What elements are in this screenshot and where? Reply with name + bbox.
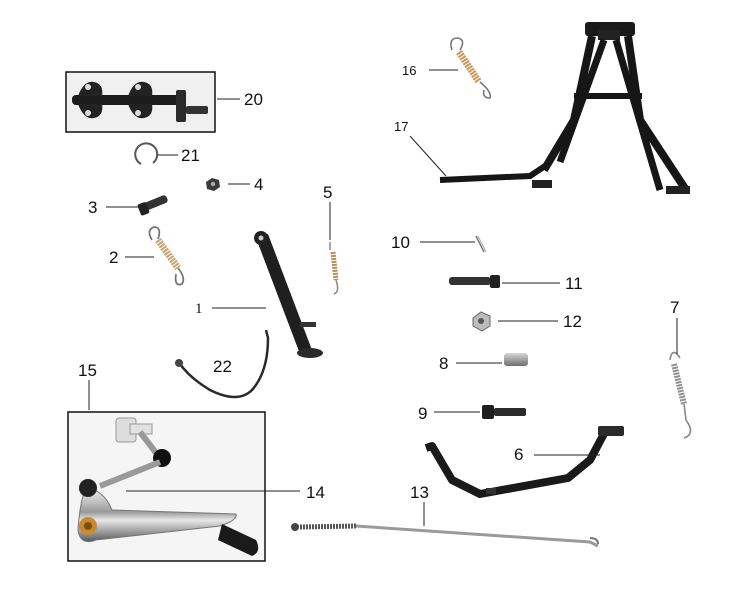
nut-part-12 xyxy=(472,311,491,332)
circlip-part xyxy=(134,142,159,165)
spring-part-7 xyxy=(669,351,692,439)
bolt-part-9 xyxy=(482,405,526,419)
spring-part-5 xyxy=(329,242,339,295)
part-number-10: 10 xyxy=(391,233,410,252)
spring-part-2 xyxy=(148,226,185,286)
spring-part-16 xyxy=(450,37,492,99)
part-number-15: 15 xyxy=(78,361,97,380)
part-number-5: 5 xyxy=(323,183,332,202)
spacer-part-8 xyxy=(504,353,528,366)
part-number-17: 17 xyxy=(394,119,408,134)
wire-part-22 xyxy=(175,329,270,399)
part-number-7: 7 xyxy=(670,298,679,317)
stand-arm-part xyxy=(424,426,624,498)
part-number-14: 14 xyxy=(306,483,325,502)
part-number-22: 22 xyxy=(213,357,232,376)
nut-part-4 xyxy=(206,178,220,191)
gear-lever-part xyxy=(67,411,266,562)
part-number-21: 21 xyxy=(181,146,200,165)
part-number-11: 11 xyxy=(565,274,583,293)
part-number-8: 8 xyxy=(439,354,448,373)
part-number-16: 16 xyxy=(402,63,416,78)
part-number-12: 12 xyxy=(563,312,582,331)
pivot-bolt-part xyxy=(449,275,500,288)
part-number-20: 20 xyxy=(244,90,263,109)
footrest-bracket-part xyxy=(65,71,216,133)
centre-stand-part xyxy=(439,22,690,194)
part-number-1: 1 xyxy=(195,301,203,317)
part-number-9: 9 xyxy=(418,404,427,423)
part-number-4: 4 xyxy=(254,175,263,194)
part-number-6: 6 xyxy=(514,445,523,464)
part-number-13: 13 xyxy=(410,483,429,502)
part-number-3: 3 xyxy=(88,198,97,217)
brake-rod-part xyxy=(291,523,599,548)
bolt-part-3 xyxy=(137,195,168,216)
side-stand-part xyxy=(254,231,323,358)
cotter-pin-part xyxy=(475,235,487,253)
part-number-2: 2 xyxy=(109,248,118,267)
